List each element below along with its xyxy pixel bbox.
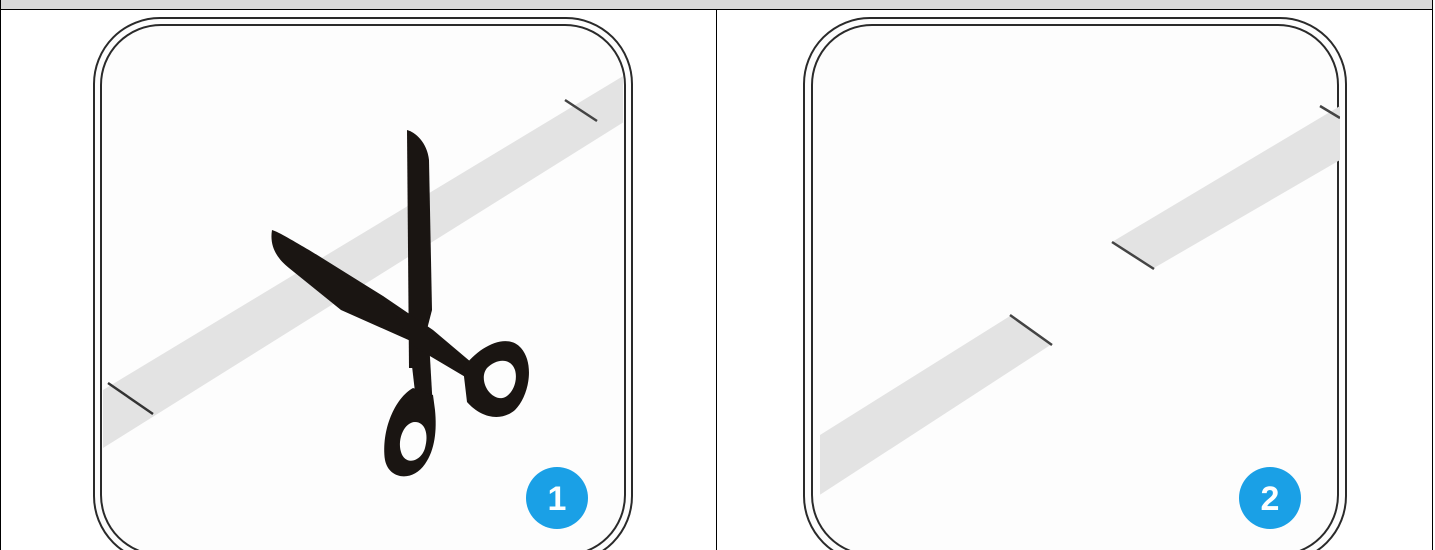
step-2-illustration: 2 (800, 10, 1355, 550)
step-2-badge: 2 (1239, 467, 1301, 529)
step-1-illustration: 1 (83, 10, 643, 550)
step-1-number: 1 (548, 480, 567, 518)
step-2-panel: 2 (800, 10, 1355, 550)
step-1-badge: 1 (526, 467, 588, 529)
column-divider (716, 9, 717, 550)
step-1-panel: 1 (83, 10, 643, 550)
step-2-number: 2 (1261, 480, 1280, 518)
